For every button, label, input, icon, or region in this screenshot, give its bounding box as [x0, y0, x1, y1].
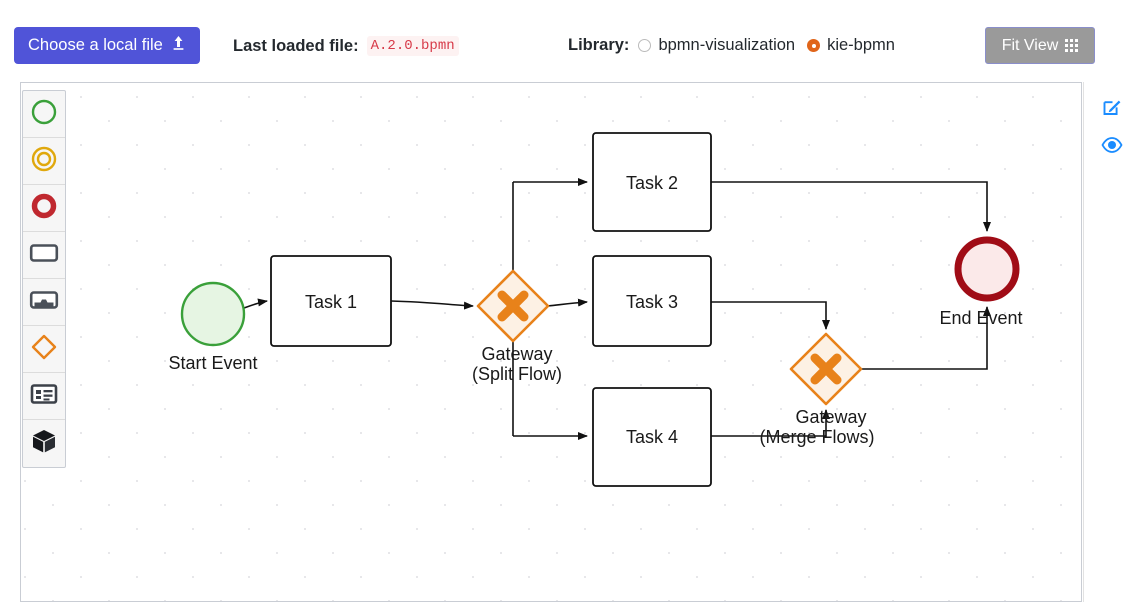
rounded-rectangle-icon: [29, 242, 59, 269]
gateway-split-x-icon: [497, 290, 529, 322]
list-card-icon: [30, 383, 58, 410]
last-loaded-file: Last loaded file: A.2.0.bpmn: [233, 36, 459, 56]
green-circle-icon: [30, 98, 58, 131]
bpmn-diagram: Start Event Task 1 Gateway (Split Flow) …: [168, 132, 1023, 487]
fit-view-label: Fit View: [1001, 36, 1059, 54]
right-icon-rail: [1083, 82, 1140, 602]
flow-task4-merge: [711, 409, 830, 437]
node-gateway-merge-label-line1: Gateway: [795, 407, 866, 427]
node-start-event-label: Start Event: [168, 353, 257, 373]
app-header: Choose a local file Last loaded file: A.…: [0, 0, 1140, 82]
gateway-merge-x-icon: [810, 353, 842, 385]
palette-item-task[interactable]: [23, 232, 65, 279]
palette-item-intermediate-event[interactable]: [23, 138, 65, 185]
node-task-2-label: Task 2: [626, 173, 678, 193]
palette-item-artifact[interactable]: [23, 420, 65, 467]
node-gateway-split-label-line1: Gateway: [481, 344, 552, 364]
palette-item-gateway[interactable]: [23, 326, 65, 373]
node-task-1[interactable]: Task 1: [270, 255, 392, 347]
flow-task3-merge: [711, 301, 830, 330]
last-loaded-file-label: Last loaded file:: [233, 36, 359, 55]
radio-bpmn-visualization[interactable]: bpmn-visualization: [638, 36, 795, 55]
radio-mark-kie-bpmn[interactable]: [807, 39, 821, 52]
flow-task2-end: [711, 181, 991, 232]
eye-icon[interactable]: [1101, 134, 1123, 156]
subprocess-icon: [29, 289, 59, 316]
node-gateway-merge[interactable]: Gateway (Merge Flows): [759, 332, 875, 447]
node-task-3-label: Task 3: [626, 292, 678, 312]
palette-item-data-object[interactable]: [23, 373, 65, 420]
palette-item-start-event[interactable]: [23, 91, 65, 138]
choose-local-file-label: Choose a local file: [28, 36, 163, 54]
edit-icon[interactable]: [1101, 96, 1123, 118]
flow-start-task1: [243, 298, 268, 309]
shape-palette[interactable]: [22, 90, 66, 468]
node-gateway-merge-label-line2: (Merge Flows): [759, 427, 874, 447]
yellow-double-circle-icon: [30, 145, 58, 178]
node-task-4-label: Task 4: [626, 427, 678, 447]
fit-view-button[interactable]: Fit View: [985, 27, 1095, 64]
flow-gateway-task3: [547, 298, 588, 307]
radio-mark-bpmn-visualization[interactable]: [638, 39, 652, 52]
node-task-4[interactable]: Task 4: [592, 387, 712, 487]
node-start-event[interactable]: Start Event: [168, 281, 258, 373]
cube-icon: [31, 428, 57, 459]
palette-item-subprocess[interactable]: [23, 279, 65, 326]
choose-local-file-button[interactable]: Choose a local file: [14, 27, 200, 64]
library-label: Library:: [568, 36, 630, 54]
flow-task1-gateway: [390, 300, 474, 310]
diagram-canvas[interactable]: Start Event Task 1 Gateway (Split Flow) …: [20, 82, 1082, 602]
flow-merge-end: [862, 306, 991, 370]
last-loaded-file-value: A.2.0.bpmn: [366, 36, 459, 56]
node-end-event[interactable]: End Event: [939, 236, 1023, 328]
red-thick-circle-icon: [30, 192, 58, 225]
radio-kie-bpmn[interactable]: kie-bpmn: [807, 36, 895, 55]
node-task-2[interactable]: Task 2: [592, 132, 712, 232]
radio-label-kie-bpmn: kie-bpmn: [827, 36, 895, 54]
node-task-3[interactable]: Task 3: [592, 255, 712, 347]
node-end-event-label: End Event: [939, 308, 1022, 328]
node-gateway-split[interactable]: Gateway (Split Flow): [472, 269, 562, 384]
node-gateway-split-label-line2: (Split Flow): [472, 364, 562, 384]
upload-arrow-icon: [171, 35, 186, 55]
node-task-1-label: Task 1: [305, 292, 357, 312]
grid-dots-icon: [1065, 39, 1079, 52]
palette-item-end-event[interactable]: [23, 185, 65, 232]
library-selector: Library: bpmn-visualization kie-bpmn: [568, 36, 907, 55]
orange-diamond-icon: [30, 333, 58, 366]
radio-label-bpmn-visualization: bpmn-visualization: [658, 36, 796, 54]
